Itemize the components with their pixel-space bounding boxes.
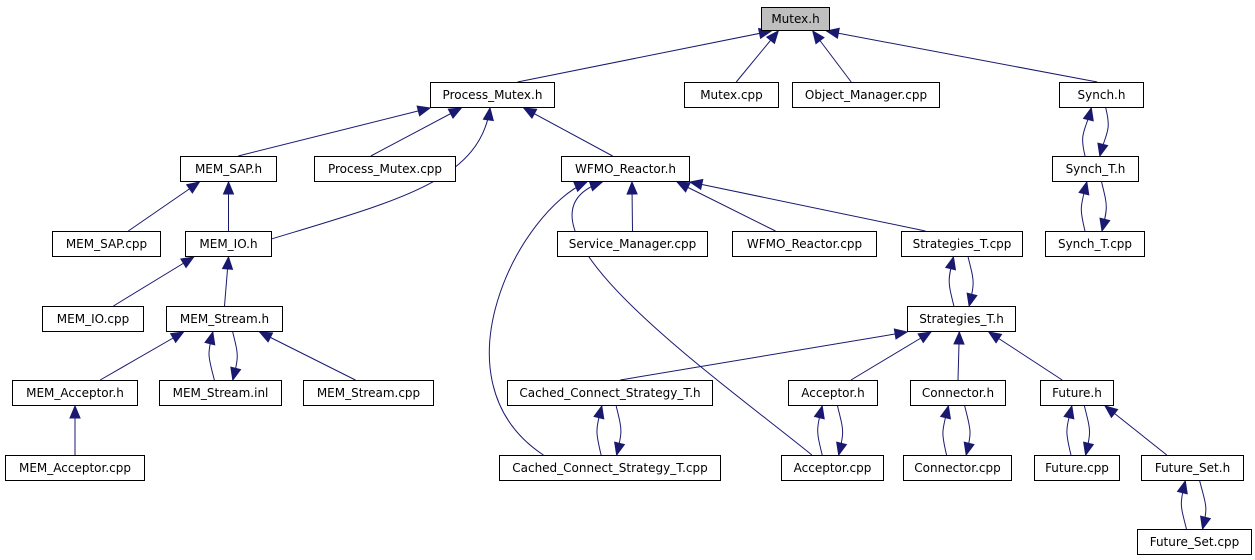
- node-cached-connect-strategy-t-cpp[interactable]: Cached_Connect_Strategy_T.cpp: [499, 455, 721, 481]
- edge-future-h-to-strategies-t-h: [987, 331, 1063, 381]
- node-acceptor-h[interactable]: Acceptor.h: [788, 380, 878, 406]
- edge-acceptor-h-to-acceptor-cpp: [836, 405, 848, 457]
- edge-mem-acceptor-h-to-mem-stream-h: [99, 331, 185, 381]
- edge-connector-cpp-to-connector-h: [939, 404, 952, 456]
- node-mem-stream-h[interactable]: MEM_Stream.h: [166, 306, 283, 332]
- edge-synch-h-to-mutex-h: [825, 27, 1098, 83]
- edge-service-manager-cpp-to-wfmo-reactor-h: [626, 180, 638, 232]
- edge-cached-connect-strategy-t-h-to-cached-connect-strategy-t-cpp: [614, 405, 626, 457]
- node-cached-connect-strategy-t-h[interactable]: Cached_Connect_Strategy_T.h: [507, 380, 713, 406]
- node-synch-t-cpp[interactable]: Synch_T.cpp: [1045, 231, 1145, 257]
- node-mem-io-cpp[interactable]: MEM_IO.cpp: [42, 306, 144, 332]
- edge-mem-stream-h-to-mem-stream-inl: [230, 331, 242, 382]
- edge-wfmo-reactor-h-to-process-mutex-h: [522, 107, 613, 157]
- edge-synch-t-h-to-synch-h: [1082, 106, 1094, 157]
- node-connector-cpp[interactable]: Connector.cpp: [903, 455, 1012, 481]
- edge-acceptor-cpp-to-acceptor-h: [813, 404, 825, 456]
- node-process-mutex-h[interactable]: Process_Mutex.h: [430, 82, 555, 108]
- node-synch-t-h[interactable]: Synch_T.h: [1052, 156, 1139, 182]
- edge-cached-connect-strategy-t-cpp-to-wfmo-reactor-h: [488, 181, 588, 456]
- node-acceptor-cpp[interactable]: Acceptor.cpp: [781, 455, 884, 481]
- edge-mem-stream-h-to-mem-io-h: [221, 255, 234, 307]
- node-mem-sap-cpp[interactable]: MEM_SAP.cpp: [52, 231, 161, 257]
- node-mutex-cpp[interactable]: Mutex.cpp: [684, 82, 779, 108]
- edge-future-set-cpp-to-future-set-h: [1176, 479, 1188, 530]
- edge-object-manager-cpp-to-mutex-h: [811, 29, 852, 83]
- edge-mem-io-cpp-to-mem-io-h: [113, 256, 195, 307]
- node-connector-h[interactable]: Connector.h: [910, 380, 1006, 406]
- edge-process-mutex-cpp-to-process-mutex-h: [370, 107, 463, 157]
- edge-acceptor-cpp-to-wfmo-reactor-h: [571, 180, 813, 456]
- edge-synch-t-h-to-synch-t-cpp: [1099, 181, 1111, 233]
- node-future-set-h[interactable]: Future_Set.h: [1141, 455, 1244, 481]
- node-future-cpp[interactable]: Future.cpp: [1034, 455, 1120, 481]
- edge-mutex-cpp-to-mutex-h: [735, 29, 780, 83]
- edge-strategies-t-h-to-strategies-t-cpp: [944, 255, 957, 307]
- node-future-set-cpp[interactable]: Future_Set.cpp: [1137, 529, 1252, 555]
- node-object-manager-cpp[interactable]: Object_Manager.cpp: [792, 82, 940, 108]
- node-mem-stream-cpp[interactable]: MEM_Stream.cpp: [303, 380, 434, 406]
- edge-future-set-h-to-future-h: [1104, 405, 1168, 456]
- node-future-h[interactable]: Future.h: [1040, 380, 1114, 406]
- edge-synch-t-cpp-to-synch-t-h: [1078, 180, 1090, 232]
- edge-cached-connect-strategy-t-cpp-to-cached-connect-strategy-t-h: [593, 404, 605, 456]
- edge-cached-connect-strategy-t-h-to-strategies-t-h: [620, 328, 909, 381]
- edge-acceptor-h-to-strategies-t-h: [850, 331, 933, 381]
- node-mem-sap-h[interactable]: MEM_SAP.h: [180, 156, 277, 182]
- edge-mem-stream-inl-to-mem-stream-h: [204, 330, 216, 381]
- node-mem-stream-inl[interactable]: MEM_Stream.inl: [159, 380, 282, 406]
- node-mem-acceptor-h[interactable]: MEM_Acceptor.h: [12, 380, 138, 406]
- edge-future-set-h-to-future-set-cpp: [1199, 480, 1212, 531]
- edge-mem-stream-cpp-to-mem-stream-h: [258, 331, 356, 381]
- edge-synch-h-to-synch-t-h: [1097, 107, 1109, 158]
- edge-wfmo-reactor-cpp-to-wfmo-reactor-h: [675, 181, 776, 232]
- node-synch-h[interactable]: Synch.h: [1059, 82, 1144, 108]
- edge-strategies-t-cpp-to-strategies-t-h: [966, 256, 978, 308]
- edge-mem-sap-cpp-to-mem-sap-h: [128, 181, 201, 232]
- node-mutex-h: Mutex.h: [761, 7, 830, 31]
- node-service-manager-cpp[interactable]: Service_Manager.cpp: [557, 231, 708, 257]
- edge-mem-io-h-to-mem-sap-h: [222, 180, 235, 231]
- edge-strategies-t-cpp-to-wfmo-reactor-h: [688, 178, 926, 232]
- edge-connector-h-to-connector-cpp: [963, 405, 975, 457]
- edge-future-h-to-future-cpp: [1082, 405, 1095, 457]
- node-strategies-t-cpp[interactable]: Strategies_T.cpp: [901, 231, 1023, 257]
- node-strategies-t-h[interactable]: Strategies_T.h: [907, 306, 1016, 332]
- edge-future-cpp-to-future-h: [1063, 404, 1075, 456]
- edge-mem-sap-h-to-process-mutex-h: [238, 105, 432, 157]
- node-mem-io-h[interactable]: MEM_IO.h: [185, 231, 272, 257]
- edge-process-mutex-h-to-mutex-h: [517, 27, 773, 83]
- node-mem-acceptor-cpp[interactable]: MEM_Acceptor.cpp: [5, 455, 145, 481]
- node-wfmo-reactor-h[interactable]: WFMO_Reactor.h: [561, 156, 690, 182]
- edge-mem-io-h-to-process-mutex-h: [271, 106, 494, 240]
- node-process-mutex-cpp[interactable]: Process_Mutex.cpp: [314, 156, 456, 182]
- node-wfmo-reactor-cpp[interactable]: WFMO_Reactor.cpp: [732, 231, 877, 257]
- edge-connector-h-to-strategies-t-h: [953, 330, 965, 381]
- edge-mem-acceptor-cpp-to-mem-acceptor-h: [69, 404, 81, 455]
